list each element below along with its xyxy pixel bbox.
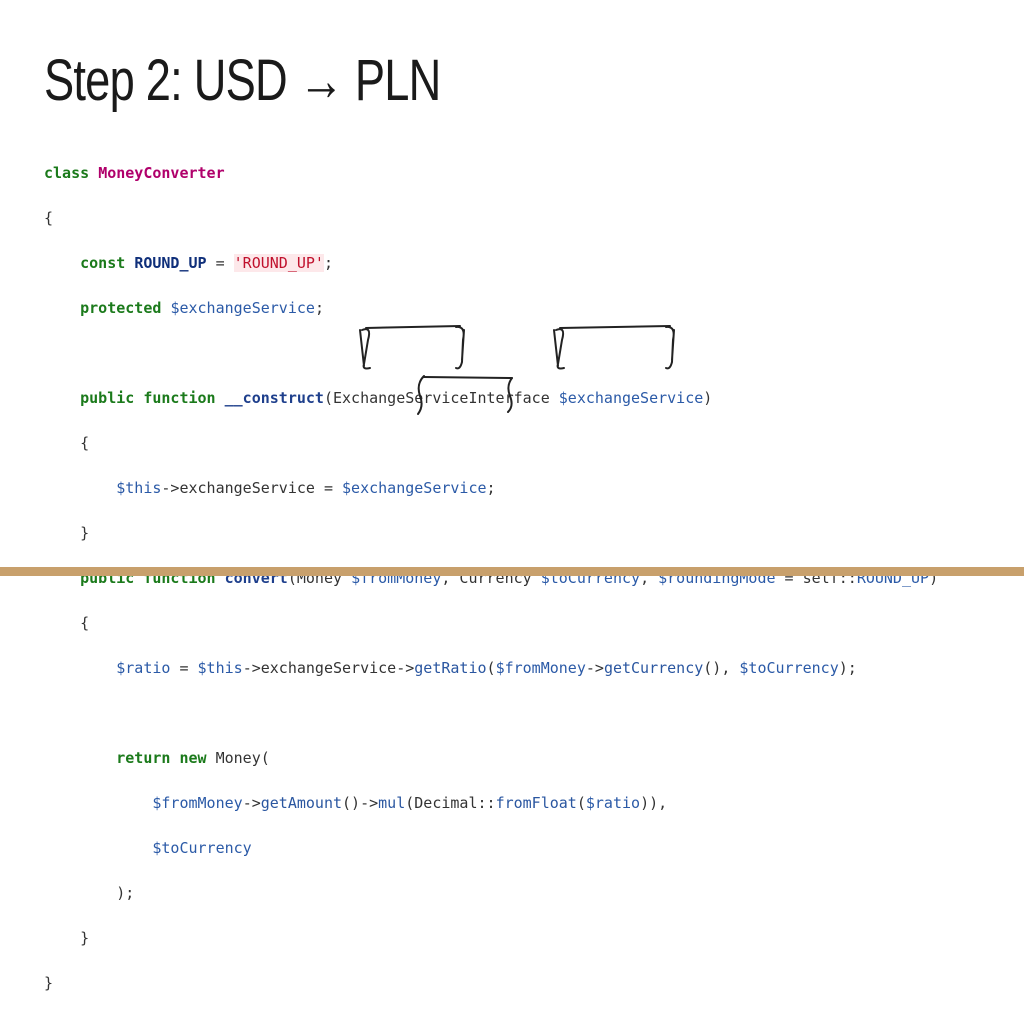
code-text: (Decimal:: bbox=[405, 793, 496, 812]
code-line: const ROUND_UP = 'ROUND_UP'; bbox=[44, 252, 938, 275]
code-line: $toCurrency bbox=[44, 837, 938, 860]
code-text: = bbox=[206, 253, 234, 272]
brace: } bbox=[80, 928, 90, 947]
code-text: ; bbox=[314, 298, 324, 317]
brace: } bbox=[80, 523, 90, 542]
code-line: $ratio = $this->exchangeService->getRati… bbox=[44, 657, 938, 680]
code-line bbox=[44, 702, 938, 725]
code-text: ); bbox=[116, 883, 135, 902]
keyword: protected bbox=[80, 298, 162, 317]
code-line: { bbox=[44, 207, 938, 230]
code-line: } bbox=[44, 972, 938, 995]
code-text: (), bbox=[703, 658, 740, 677]
code-text: -> bbox=[242, 793, 261, 812]
code-line: { bbox=[44, 612, 938, 635]
variable: $toCurrency bbox=[739, 658, 839, 677]
code-text: -> bbox=[585, 658, 604, 677]
method-name: getCurrency bbox=[603, 658, 704, 677]
class-name: MoneyConverter bbox=[98, 163, 225, 182]
code-line: ); bbox=[44, 882, 938, 905]
code-text: ()-> bbox=[342, 793, 379, 812]
code-block: class MoneyConverter { const ROUND_UP = … bbox=[44, 139, 938, 1017]
code-text: ->exchangeService-> bbox=[242, 658, 415, 677]
code-text: ( bbox=[576, 793, 586, 812]
variable: $exchangeService bbox=[342, 478, 487, 497]
variable: $ratio bbox=[116, 658, 171, 677]
code-line: } bbox=[44, 522, 938, 545]
variable: $exchangeService bbox=[558, 388, 704, 407]
code-line: $this->exchangeService = $exchangeServic… bbox=[44, 477, 938, 500]
function-name: __construct bbox=[224, 388, 324, 407]
brace: { bbox=[80, 433, 90, 452]
code-text: ; bbox=[323, 253, 333, 272]
method-name: getRatio bbox=[414, 658, 487, 677]
variable: $this bbox=[197, 658, 243, 677]
code-text: (ExchangeServiceInterface bbox=[323, 388, 559, 407]
footer-bar bbox=[0, 567, 1024, 576]
code-line: class MoneyConverter bbox=[44, 162, 938, 185]
variable: $exchangeService bbox=[170, 298, 315, 317]
code-line: public function __construct(ExchangeServ… bbox=[44, 387, 938, 410]
code-text: ; bbox=[486, 478, 496, 497]
method-name: fromFloat bbox=[495, 793, 577, 812]
code-line: { bbox=[44, 432, 938, 455]
method-name: getAmount bbox=[260, 793, 343, 812]
variable: $this bbox=[116, 478, 162, 497]
method-name: mul bbox=[378, 793, 406, 812]
keyword: public bbox=[80, 388, 135, 407]
brace: { bbox=[44, 208, 54, 227]
constant-name: ROUND_UP bbox=[134, 253, 207, 272]
code-line: $fromMoney->getAmount()->mul(Decimal::fr… bbox=[44, 792, 938, 815]
keyword: class bbox=[44, 163, 90, 182]
code-text: ); bbox=[838, 658, 857, 677]
code-text: Money( bbox=[206, 748, 270, 767]
code-line: protected $exchangeService; bbox=[44, 297, 938, 320]
code-line bbox=[44, 342, 938, 365]
variable: $fromMoney bbox=[152, 793, 243, 812]
string-literal: 'ROUND_UP' bbox=[233, 253, 324, 272]
code-text: ) bbox=[703, 388, 713, 407]
code-text: ( bbox=[486, 658, 496, 677]
variable: $fromMoney bbox=[495, 658, 586, 677]
variable: $ratio bbox=[585, 793, 641, 812]
code-text: ->exchangeService = bbox=[161, 478, 343, 497]
code-line: } bbox=[44, 927, 938, 950]
code-line: return new Money( bbox=[44, 747, 938, 770]
slide-title: Step 2: USD → PLN bbox=[44, 48, 441, 113]
keyword: const bbox=[80, 253, 126, 272]
variable: $toCurrency bbox=[152, 838, 252, 857]
keyword: function bbox=[143, 388, 216, 407]
keyword: return bbox=[116, 748, 171, 767]
brace: { bbox=[80, 613, 90, 632]
code-text: = bbox=[170, 658, 198, 677]
code-text: )), bbox=[640, 793, 668, 812]
keyword: new bbox=[179, 748, 207, 767]
brace: } bbox=[44, 973, 54, 992]
